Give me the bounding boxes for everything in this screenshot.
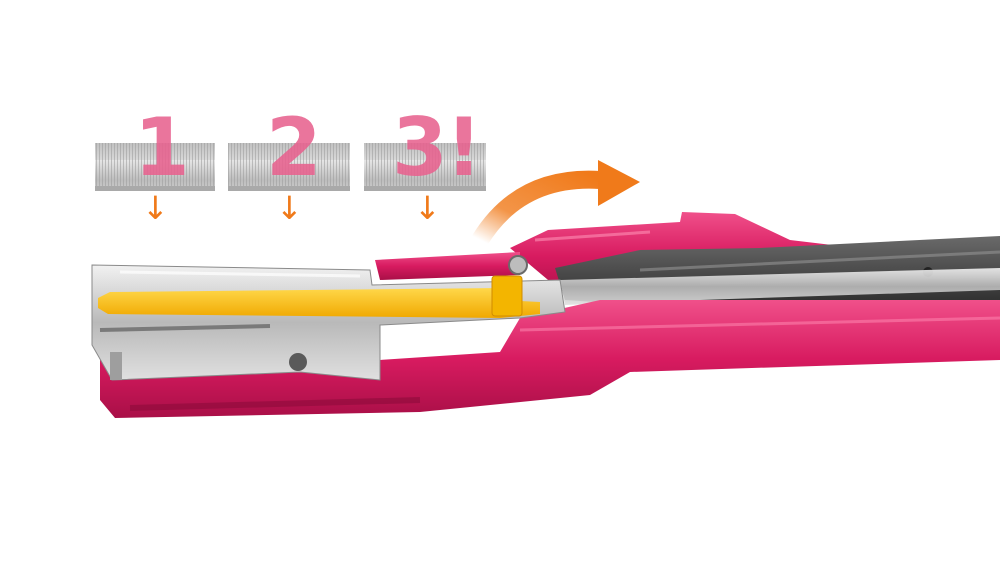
rear-cap [375,252,520,280]
down-arrow-icon-2: ↓ [276,189,303,227]
down-arrow-icon-3: ↓ [414,189,441,227]
base-body [100,300,1000,418]
step-number-3: 3! [392,101,482,194]
staple-pusher [98,288,540,318]
staple-strip-1 [95,143,215,191]
step-number-1: 1 [134,101,190,194]
step-number-2: 2 [266,101,322,194]
metal-link [560,268,1000,305]
staple-strip-3 [364,143,486,191]
staple-strip-2 [228,143,350,191]
down-arrow-icon-1: ↓ [142,189,169,227]
pivot-screw [508,255,528,275]
open-direction-arrow [471,160,640,249]
